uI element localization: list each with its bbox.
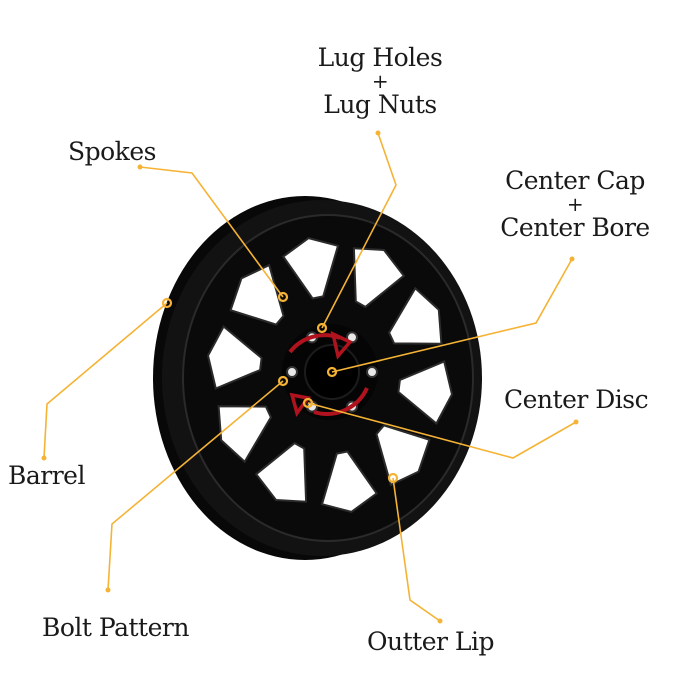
spoke-window xyxy=(254,441,308,503)
leader-dot xyxy=(569,256,575,262)
wheel-illustration xyxy=(153,196,482,560)
label-spokes: Spokes xyxy=(68,137,156,166)
leader-target-ring xyxy=(277,375,289,387)
leader-outter-lip xyxy=(392,477,441,622)
leader-target-ring xyxy=(316,322,328,334)
leader-lug xyxy=(321,132,397,329)
label-lug-holes-nuts: Lug Holes + Lug Nuts xyxy=(300,44,460,118)
spoke-window xyxy=(206,324,263,390)
label-center-cap-bore: Center Cap + Center Bore xyxy=(485,167,665,241)
spoke-windows xyxy=(206,237,454,513)
leader-dot xyxy=(573,419,579,425)
spoke-window xyxy=(375,424,431,487)
leader-target-ring xyxy=(387,472,399,484)
leader-dot xyxy=(41,455,47,461)
label-bolt-pattern: Bolt Pattern xyxy=(42,613,189,642)
spoke-window xyxy=(320,450,379,513)
leader-target-ring xyxy=(302,397,314,409)
label-plus: + xyxy=(566,192,584,216)
leader-barrel xyxy=(43,302,168,459)
leader-lines xyxy=(41,130,579,624)
leader-bolt xyxy=(107,380,284,591)
label-lug-nuts: Lug Nuts xyxy=(323,90,437,119)
leader-dot xyxy=(105,587,111,593)
spoke-window xyxy=(352,247,406,309)
lug-hole xyxy=(286,366,298,378)
label-outter-lip: Outter Lip xyxy=(367,627,494,656)
label-center-disc: Center Disc xyxy=(504,385,649,414)
red-rotation-arrows-icon xyxy=(288,330,369,417)
leader-target-ring xyxy=(277,291,289,303)
spoke-window xyxy=(397,360,454,426)
spoke-window xyxy=(387,286,443,345)
lug-hole xyxy=(366,366,378,378)
label-plus: + xyxy=(371,69,389,93)
leader-dot xyxy=(375,130,381,136)
leader-center-disc xyxy=(307,402,577,459)
leader-target-ring xyxy=(326,366,338,378)
spoke-window xyxy=(217,405,273,464)
leader-spokes xyxy=(139,166,284,298)
spoke-window xyxy=(281,237,340,300)
leader-dot xyxy=(437,618,443,624)
label-lug-holes: Lug Holes xyxy=(317,43,443,72)
label-barrel: Barrel xyxy=(8,461,85,490)
leader-dot xyxy=(137,164,143,170)
label-center-bore: Center Bore xyxy=(500,213,650,242)
label-center-cap: Center Cap xyxy=(505,166,645,195)
leader-target-ring xyxy=(161,297,173,309)
leader-center-cap xyxy=(331,258,573,373)
